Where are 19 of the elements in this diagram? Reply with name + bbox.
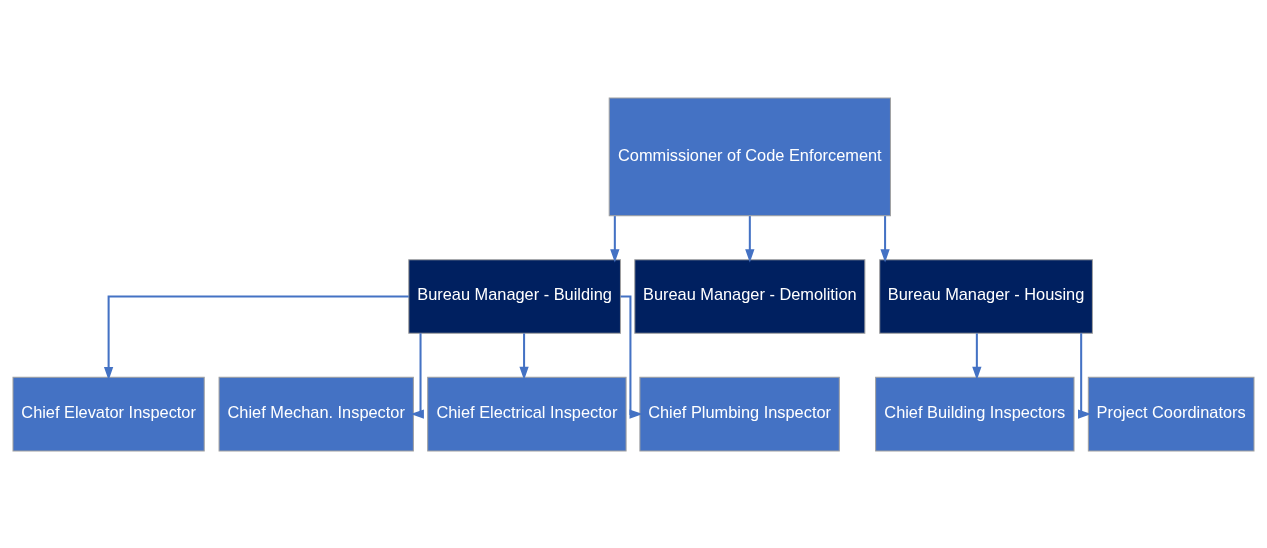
node-box: Chief Elevator Inspector — [12, 376, 205, 451]
node-box: Chief Plumbing Inspector — [639, 376, 840, 451]
node-box: Bureau Manager - Demolition — [634, 258, 866, 334]
node-box: Commissioner of Code Enforcement — [608, 97, 891, 216]
node-box: Chief Building Inspectors — [875, 376, 1075, 451]
arrow — [972, 332, 982, 380]
arrow — [519, 332, 529, 380]
node-box: Bureau Manager - Building — [408, 258, 621, 334]
node-box: Bureau Manager - Housing — [879, 258, 1093, 334]
node-box: Chief Electrical Inspector — [427, 376, 627, 451]
node-box: Chief Mechan. Inspector — [218, 376, 414, 451]
arrow — [610, 215, 620, 263]
arrow — [410, 332, 424, 419]
arrow — [620, 294, 643, 419]
arrow — [1078, 332, 1092, 419]
arrow — [880, 215, 890, 263]
node-box: Project Coordinators — [1087, 376, 1255, 451]
arrow — [103, 294, 409, 380]
arrow — [745, 215, 755, 263]
